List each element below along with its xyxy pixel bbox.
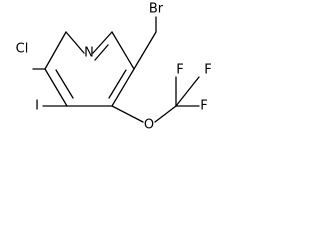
atom-labels: Br N Cl I O F F F — [16, 2, 212, 133]
atom-label-f2: F — [200, 99, 207, 114]
bond-c2-c3 — [111, 31, 135, 70]
bond-lines — [32, 16, 200, 123]
bond-cf3-f3 — [175, 76, 200, 107]
atom-label-n: N — [84, 46, 94, 61]
atom-label-cl: Cl — [16, 42, 29, 57]
bond-c-o — [111, 105, 144, 123]
bond-o-cf3 — [154, 105, 177, 123]
bond-ch2-ring — [133, 31, 157, 70]
bond-c5-c6-inner — [55, 69, 74, 99]
structure-diagram: Br N Cl I O F F F — [16, 2, 212, 133]
bond-c3-c4 — [111, 68, 135, 107]
bond-c3-c4-inner — [108, 69, 127, 99]
bond-c6-n — [44, 31, 67, 70]
bond-n-c6-inner — [94, 44, 109, 61]
bond-n-c6 — [92, 31, 113, 54]
atom-label-f1: F — [176, 63, 183, 78]
atom-label-f3: F — [204, 63, 211, 78]
atom-label-i: I — [35, 99, 39, 114]
atom-label-o: O — [144, 118, 154, 133]
bond-c5-c6 — [44, 68, 68, 107]
bond-n-c2 — [65, 31, 85, 54]
atom-label-br: Br — [149, 2, 164, 17]
